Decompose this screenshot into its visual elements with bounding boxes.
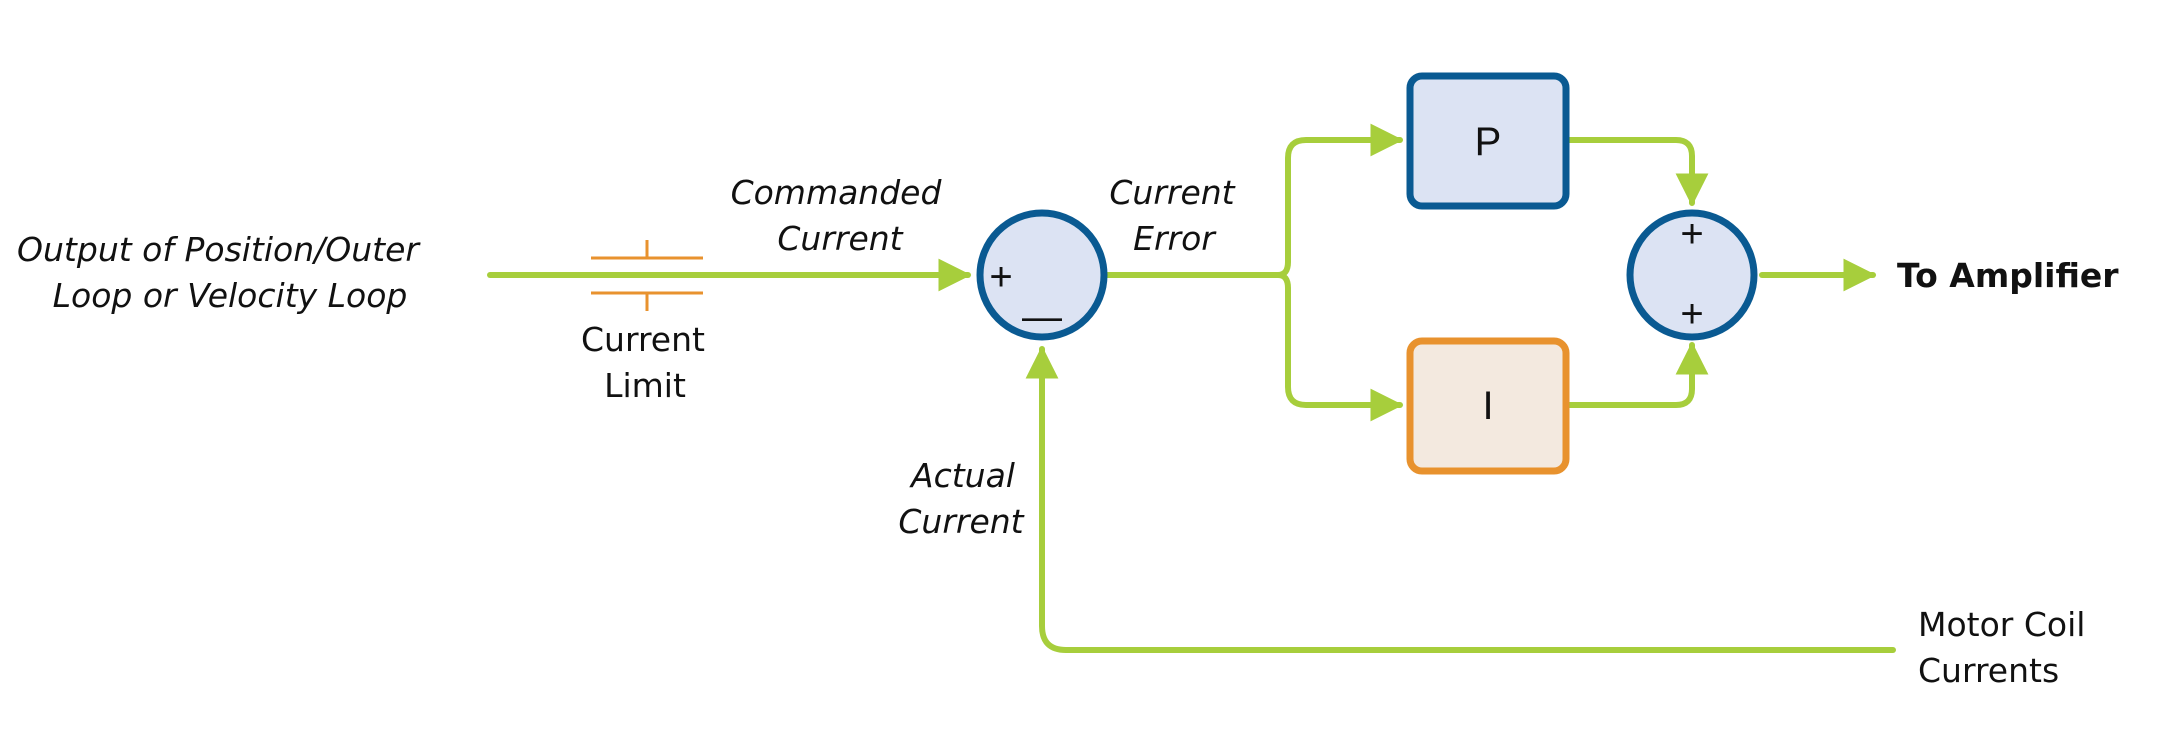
actual-current-label-line2: Current (898, 502, 1024, 541)
sum2-top-plus-sign: + (1680, 212, 1703, 256)
motor-coil-currents-label-line1: Motor Coil (1918, 605, 2085, 644)
error-summing-junction (976, 209, 1108, 341)
i-gain-block (1406, 337, 1570, 475)
commanded-current-label-line1: Commanded (731, 173, 943, 212)
current-limit-symbol (591, 240, 703, 311)
i-block-label: I (1482, 384, 1493, 428)
branch-to-i-line (1275, 272, 1404, 422)
sum1-minus-sign: — (1022, 295, 1062, 339)
sum1-plus-sign: + (989, 255, 1012, 299)
commanded-current-label-line2: Current (777, 219, 903, 258)
input-label-line2: Loop or Velocity Loop (53, 276, 408, 315)
current-limit-label-line2: Limit (604, 366, 686, 405)
current-error-label-line1: Current (1109, 173, 1235, 212)
branch-to-p-line (1275, 123, 1404, 278)
motor-coil-currents-label-line2: Currents (1918, 651, 2059, 690)
p-gain-block (1406, 72, 1570, 210)
p-to-summer-line (1563, 137, 1709, 207)
actual-current-label-line1: Actual (909, 456, 1015, 495)
output-summing-junction (1626, 209, 1758, 341)
feedback-line (1025, 345, 1896, 653)
current-limit-label-line1: Current (581, 320, 705, 359)
sum2-bottom-plus-sign: + (1680, 292, 1703, 336)
p-block-label: P (1475, 120, 1502, 164)
current-error-label-line2: Error (1133, 219, 1217, 258)
input-label-line1: Output of Position/Outer (17, 230, 421, 269)
to-amplifier-label: To Amplifier (1897, 256, 2119, 295)
i-to-summer-line (1563, 341, 1709, 408)
